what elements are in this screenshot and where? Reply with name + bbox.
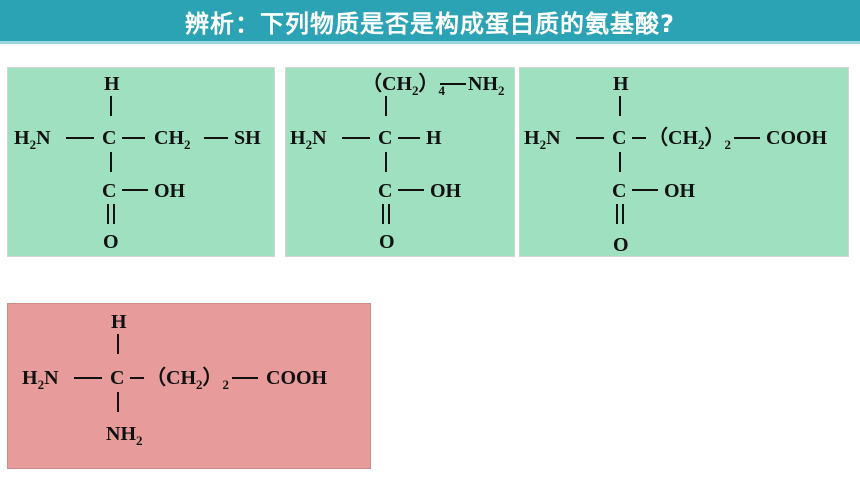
ch2-chain: （CH2）2 [146,366,229,392]
title-bar: 辨析：下列物质是否是构成蛋白质的氨基酸? [0,0,860,44]
bottom-amine: NH2 [106,423,143,448]
ch2-group: CH2 [154,127,191,152]
structure-4-diagram: H H2N C （CH2）2 COOH NH2 [22,311,328,448]
alpha-carbon: C [378,127,392,149]
structure-3-diagram: H H2N C （CH2）2 COOH C OH O [524,73,828,256]
cooh-group: COOH [766,127,828,149]
amino-group: H2N [524,127,561,152]
side-chain-amine: NH2 [468,73,505,98]
oh-group: OH [154,180,186,202]
cooh-group: COOH [266,367,328,389]
ch2-chain: （CH2）2 [648,126,731,152]
alpha-carbon: C [110,367,124,389]
carboxyl-carbon: C [378,180,392,202]
structure-panel-2: （CH2）4 NH2 H2N C H C OH O [285,67,515,257]
top-h: H [613,73,629,95]
structure-panel-3: H H2N C （CH2）2 COOH C OH O [519,67,849,257]
top-h: H [104,73,120,95]
alpha-carbon: C [102,127,116,149]
alpha-hydrogen: H [426,127,442,149]
amino-group: H2N [290,127,327,152]
sh-group: SH [234,127,261,149]
carbonyl-oxygen: O [379,231,395,253]
structure-panel-4: H H2N C （CH2）2 COOH NH2 [7,303,371,469]
carboxyl-carbon: C [612,180,626,202]
carbonyl-oxygen: O [613,234,629,256]
amino-group: H2N [22,367,59,392]
structure-2-diagram: （CH2）4 NH2 H2N C H C OH O [290,72,505,253]
alpha-carbon: C [612,127,626,149]
carbonyl-oxygen: O [103,231,119,253]
oh-group: OH [664,180,696,202]
side-chain: （CH2）4 [362,72,446,98]
structure-panel-1: H H2N C CH2 SH C OH O [7,67,275,257]
page-title: 辨析：下列物质是否是构成蛋白质的氨基酸? [185,10,675,38]
carboxyl-carbon: C [102,180,116,202]
structure-1-diagram: H H2N C CH2 SH C OH O [14,73,261,253]
top-h: H [111,311,127,333]
oh-group: OH [430,180,462,202]
amino-group: H2N [14,127,51,152]
